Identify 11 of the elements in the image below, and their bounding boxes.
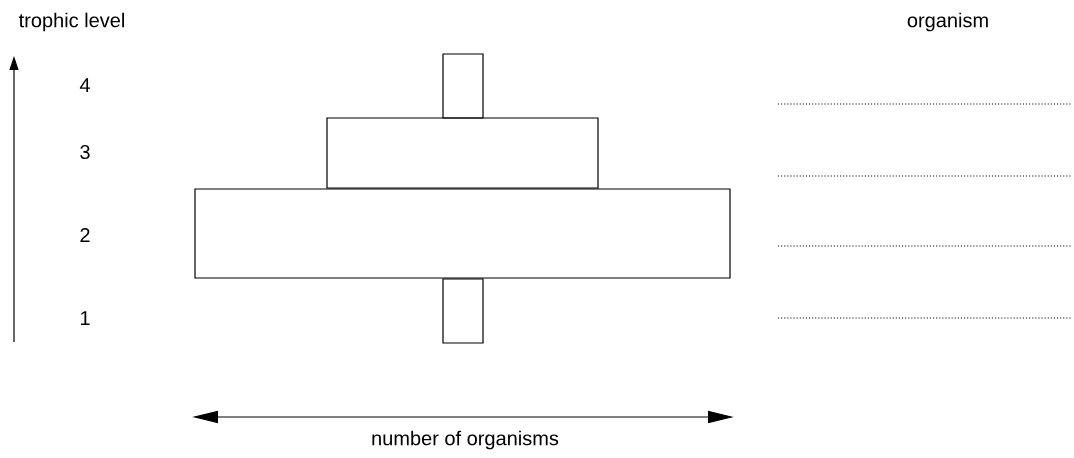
pyramid-bar [442,53,484,119]
pyramid-bar [326,117,599,189]
axis-label: number of organisms [372,430,559,450]
axis-label: trophic level [18,12,124,32]
level-number: 3 [80,144,90,160]
level-number: 2 [80,228,90,242]
level-number: 4 [79,78,90,92]
pyramid-bar [194,188,731,279]
pyramid-bar [442,278,484,344]
level-number: 1 [80,311,90,325]
column-heading: organism [907,12,988,32]
